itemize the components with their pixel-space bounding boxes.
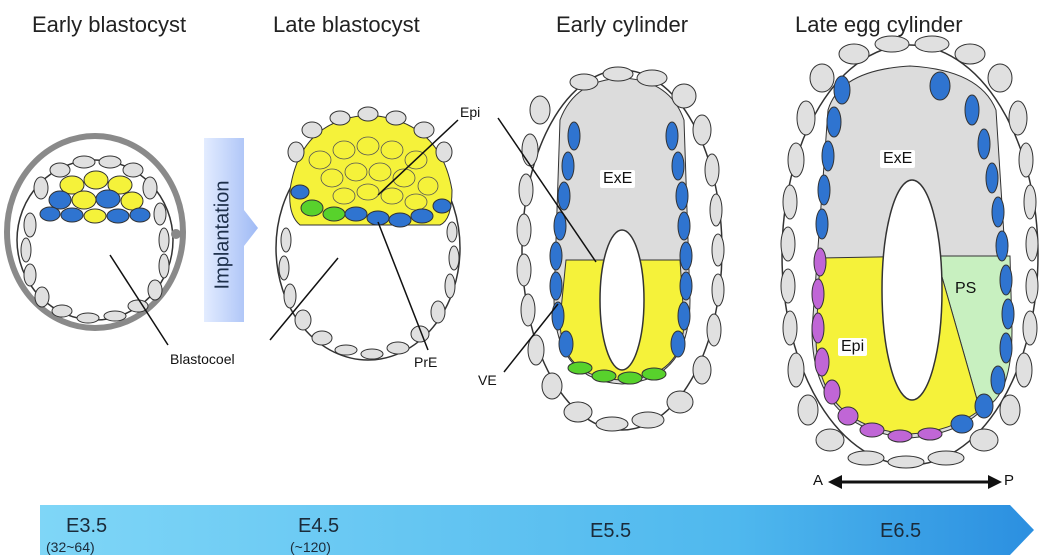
label-pre: PrE — [414, 354, 437, 370]
early-cylinder — [498, 67, 724, 431]
cells-e3-5: (32~64) — [46, 539, 95, 555]
label-blastocoel: Blastocoel — [170, 351, 235, 367]
early-blastocyst — [7, 136, 183, 345]
axis-arrowhead-a — [828, 475, 842, 489]
label-ps: PS — [955, 280, 976, 298]
day-e5-5: E5.5 — [590, 520, 631, 543]
label-epi-late: Epi — [838, 338, 867, 356]
axis-arrowhead-p — [988, 475, 1002, 489]
axis-label-p: P — [1004, 472, 1014, 489]
late-blastocyst — [270, 107, 460, 360]
label-epi-pointer: Epi — [460, 104, 480, 120]
cells-e4-5: (~120) — [290, 539, 331, 555]
label-exe-late: ExE — [880, 150, 915, 168]
axis-label-a: A — [813, 472, 823, 489]
implantation-label: Implantation — [201, 150, 245, 320]
day-e4-5: E4.5 — [298, 515, 339, 538]
late-egg-cylinder — [781, 36, 1038, 489]
label-ve: VE — [478, 372, 497, 388]
label-exe-early: ExE — [600, 170, 635, 188]
day-e3-5: E3.5 — [66, 515, 107, 538]
day-e6-5: E6.5 — [880, 520, 921, 543]
